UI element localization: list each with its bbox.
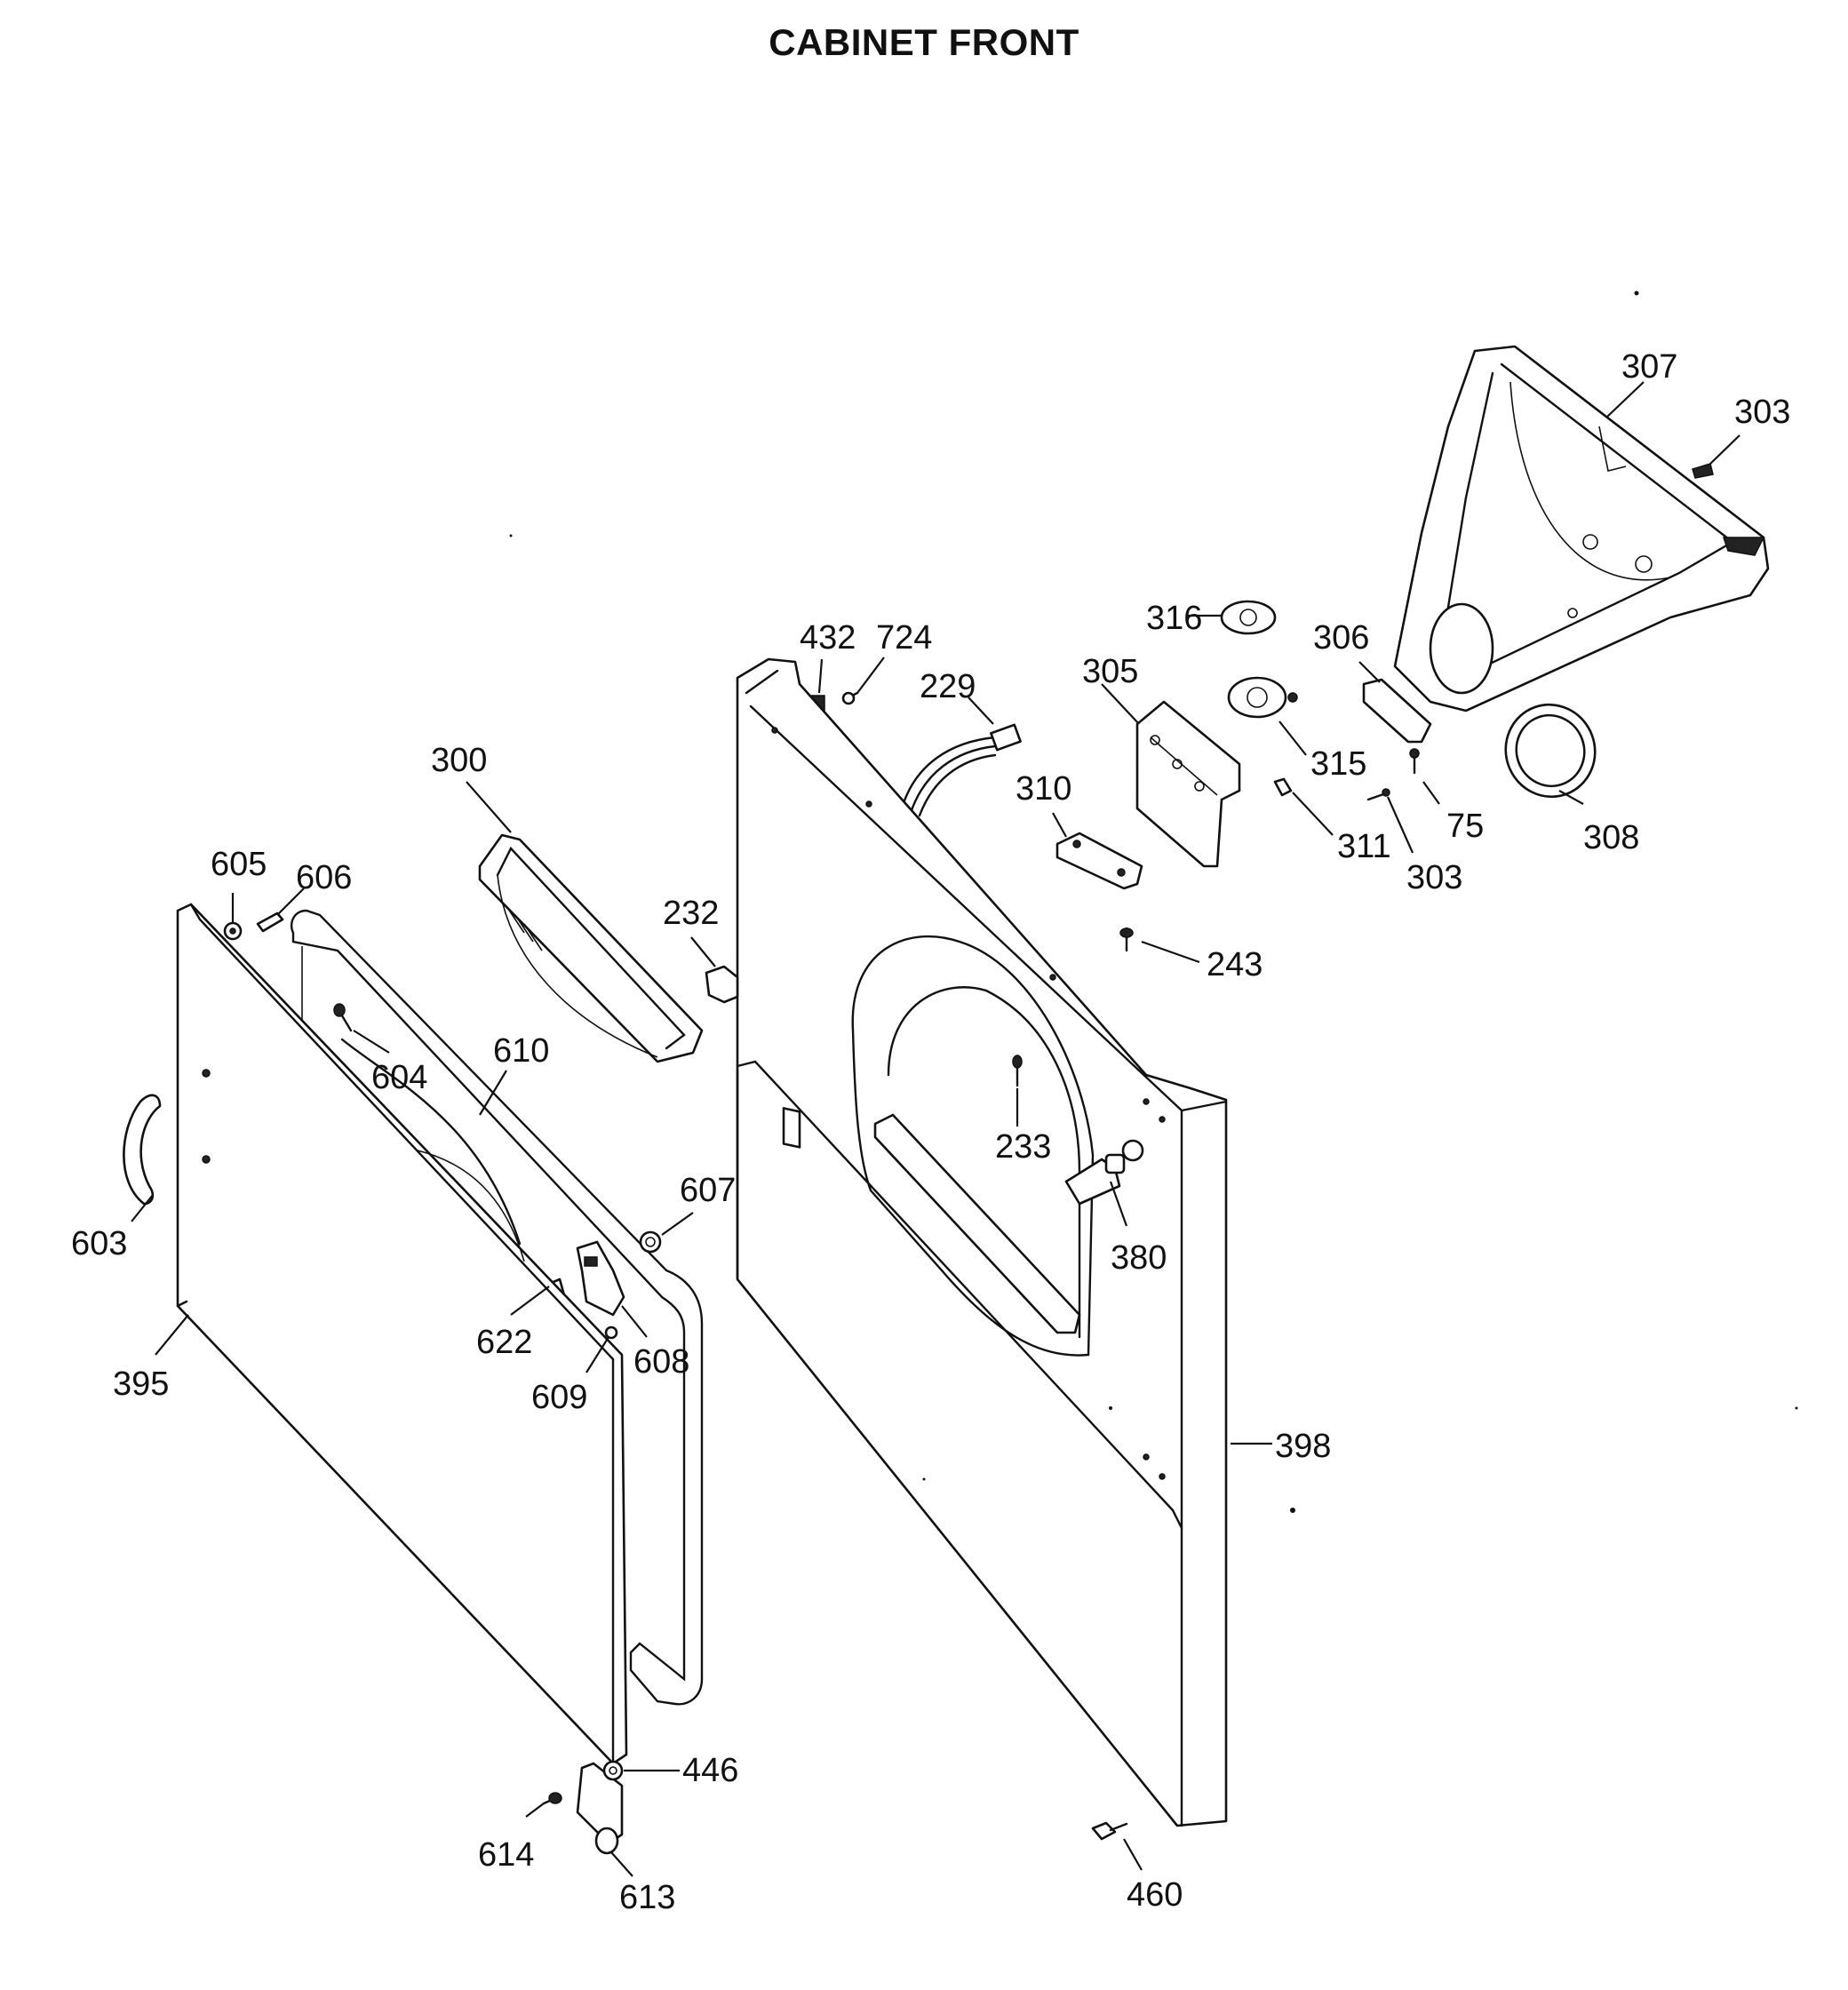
scan-specks [509,291,1798,1513]
part-labels: 307 303 316 306 305 432 724 229 315 75 3… [71,348,1790,1916]
part-398-front-panel [736,657,1228,1827]
label-300: 300 [431,742,487,779]
part-614-screw [542,1792,562,1805]
label-233: 233 [995,1128,1051,1166]
label-609: 609 [531,1379,587,1416]
label-307: 307 [1621,348,1677,386]
part-306-bracket [1362,678,1432,744]
label-395: 395 [113,1365,169,1403]
label-724: 724 [876,619,932,657]
part-300-lint-filter [478,833,704,1063]
part-315-thermostat [1227,676,1298,719]
label-606: 606 [296,859,352,896]
label-303-lower: 303 [1406,859,1462,896]
label-311: 311 [1337,828,1391,865]
label-305: 305 [1082,653,1138,690]
label-316: 316 [1146,600,1202,637]
label-614: 614 [478,1836,534,1874]
label-432: 432 [800,619,856,657]
part-605-bumper [223,921,243,941]
part-308-seal-ring [1504,703,1597,799]
label-446: 446 [682,1752,738,1789]
part-609-screw [604,1325,618,1340]
part-310-strap [1055,832,1143,890]
label-380: 380 [1111,1239,1167,1277]
part-607-bumper [639,1230,662,1254]
diagram-title: CABINET FRONT [769,21,1079,63]
label-607: 607 [680,1172,736,1209]
label-608: 608 [633,1343,689,1381]
part-608-door-latch [576,1240,625,1317]
part-724-screw [841,691,859,705]
label-229: 229 [920,668,976,705]
part-604-screw [333,1003,353,1032]
part-380-door-switch [1064,1153,1126,1206]
part-460-screw [1091,1821,1128,1841]
part-232-door-catch [705,965,739,1004]
label-243: 243 [1207,946,1263,983]
label-308: 308 [1583,819,1639,856]
part-446-washer [602,1760,624,1781]
label-603: 603 [71,1225,127,1262]
part-303-screw-lower [1366,788,1390,801]
part-395-door-panel [176,903,628,1765]
label-622: 622 [476,1324,532,1361]
label-398: 398 [1275,1428,1331,1465]
part-316-thermostat [1220,600,1277,635]
part-75-screw [1409,748,1420,775]
label-610: 610 [493,1032,549,1070]
part-610-door-gasket [290,909,704,1706]
label-604: 604 [371,1059,427,1096]
part-229-wire-harness [900,723,1022,817]
label-310: 310 [1016,770,1071,808]
leader-lines [131,381,1740,1877]
part-233-screw [1012,1055,1023,1087]
label-303-top: 303 [1734,394,1790,431]
part-243-screw [1119,927,1134,952]
part-613-hinge [576,1762,624,1855]
part-603-door-handle [123,1094,162,1206]
part-305-mounting-plate [1135,700,1241,868]
label-460: 460 [1127,1876,1183,1914]
label-613: 613 [619,1879,675,1916]
label-315: 315 [1310,745,1366,783]
part-303-screw [1692,463,1714,479]
part-606-hinge-pin [256,911,284,933]
part-311-clip [1273,777,1293,797]
label-306: 306 [1313,619,1369,657]
label-232: 232 [663,895,719,932]
label-605: 605 [211,846,267,883]
label-75: 75 [1446,808,1484,845]
part-307-blower-housing [1393,345,1770,712]
